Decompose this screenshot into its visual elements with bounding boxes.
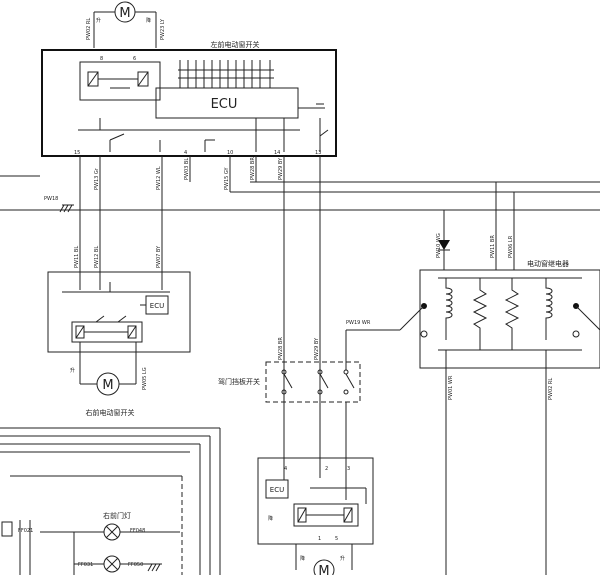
pin-4: 4	[184, 150, 187, 156]
top-motor-up-label: 升	[96, 17, 101, 24]
wire-tag-13: PW29 BY	[314, 337, 320, 360]
bottom-motor: M 降 升	[295, 544, 353, 575]
top-motor: M 升 降 PW02 RL PW23 LY	[86, 1, 166, 48]
door-lock-switch: 驾门挡板开关 PW19 WR	[218, 320, 400, 403]
pin-4-bottom: 4	[284, 466, 287, 472]
wire-tag-20: FF031	[78, 562, 93, 568]
wire-tag-14: PW10 WG	[436, 233, 442, 258]
right-front-switch-module: ECU 右前电动窗开关	[47, 271, 191, 417]
wire-tag-w10-dup: PW02 RL	[548, 378, 554, 400]
pin-6-top: 6	[133, 56, 136, 62]
wire-tag-21: FF048	[130, 528, 145, 534]
ecu-small-label: ECU	[150, 302, 164, 310]
power-window-relay-title: 电动窗继电器	[527, 259, 569, 268]
wire-tag-6: PW29 BY	[278, 157, 284, 180]
pin-15: 15	[74, 150, 80, 156]
wire-tag-12: PW28 BR	[278, 337, 284, 360]
right-motor-wire: PW05 LG	[142, 367, 148, 390]
pin-3-bottom: 3	[347, 466, 350, 472]
bottom-motor-down: 降	[300, 555, 305, 562]
wire-tag-19: FF021	[18, 528, 33, 534]
wire-tag-22: FF050	[128, 562, 143, 568]
bottom-down-label: 降	[268, 515, 273, 522]
pin-13: 13	[315, 150, 321, 156]
bottom-motor-label: M	[318, 564, 329, 575]
pin-8-top: 8	[100, 56, 103, 62]
pin-2-bottom: 2	[325, 466, 328, 472]
door-lock-switch-title: 驾门挡板开关	[218, 377, 260, 386]
pin-1-bottom: 1	[318, 536, 321, 542]
right-door-lamp-title: 右前门灯	[103, 511, 131, 520]
top-motor-label: M	[119, 6, 130, 21]
right-front-switch-title: 右前电动窗开关	[86, 408, 135, 417]
wire-tag-2: PW12 WL	[156, 166, 162, 190]
ecu-main-label: ECU	[211, 97, 238, 112]
right-front-motor: M 升 PW05 LG	[70, 362, 148, 396]
right-motor-up: 升	[70, 367, 75, 374]
right-front-motor-label: M	[102, 378, 113, 393]
wire-tag-15: PW11 BR	[490, 235, 496, 258]
pin-5-bottom: 5	[335, 536, 338, 542]
pin-14: 14	[274, 150, 280, 156]
wire-tag-4: PW15 GY	[224, 166, 230, 190]
wire-tag-3: PW03 BL	[184, 158, 190, 180]
main-wires: PW18	[0, 156, 600, 460]
lamp-section: 右前门灯 FF021 FF031 FF048 FF050	[0, 427, 221, 575]
wire-tag-5: PW28 BR	[250, 157, 256, 180]
bottom-motor-up: 升	[340, 555, 345, 562]
wire-tag-7: PW11 BL	[74, 246, 80, 268]
wire-tag-18: PW01 WR	[448, 375, 454, 400]
pw19-label: PW19 WR	[346, 320, 371, 326]
left-front-switch-module: 左前电动窗开关 8 6 ECU	[41, 40, 337, 157]
pw18-label: PW18	[44, 196, 58, 202]
top-motor-down-label: 降	[146, 17, 151, 24]
top-motor-wire-left: PW02 RL	[86, 18, 92, 40]
pin-10: 10	[227, 150, 233, 156]
wire-tag-8: PW12 BL	[94, 246, 100, 268]
top-motor-wire-right: PW23 LY	[160, 18, 166, 40]
wire-tag-9: PW07 BY	[156, 245, 162, 268]
bottom-switch-module: 4 2 3 ECU 降 1 5	[257, 402, 374, 545]
wire-tag-1: PW13 Gr	[94, 167, 100, 190]
wire-tag-17: PW06 LR	[508, 235, 514, 258]
power-window-relay: 电动窗继电器 PW10 WG PW11 BR PW06 LR PW01 WR P…	[399, 182, 600, 575]
left-front-switch-title: 左前电动窗开关	[211, 40, 260, 49]
ecu-bottom-label: ECU	[270, 486, 284, 494]
